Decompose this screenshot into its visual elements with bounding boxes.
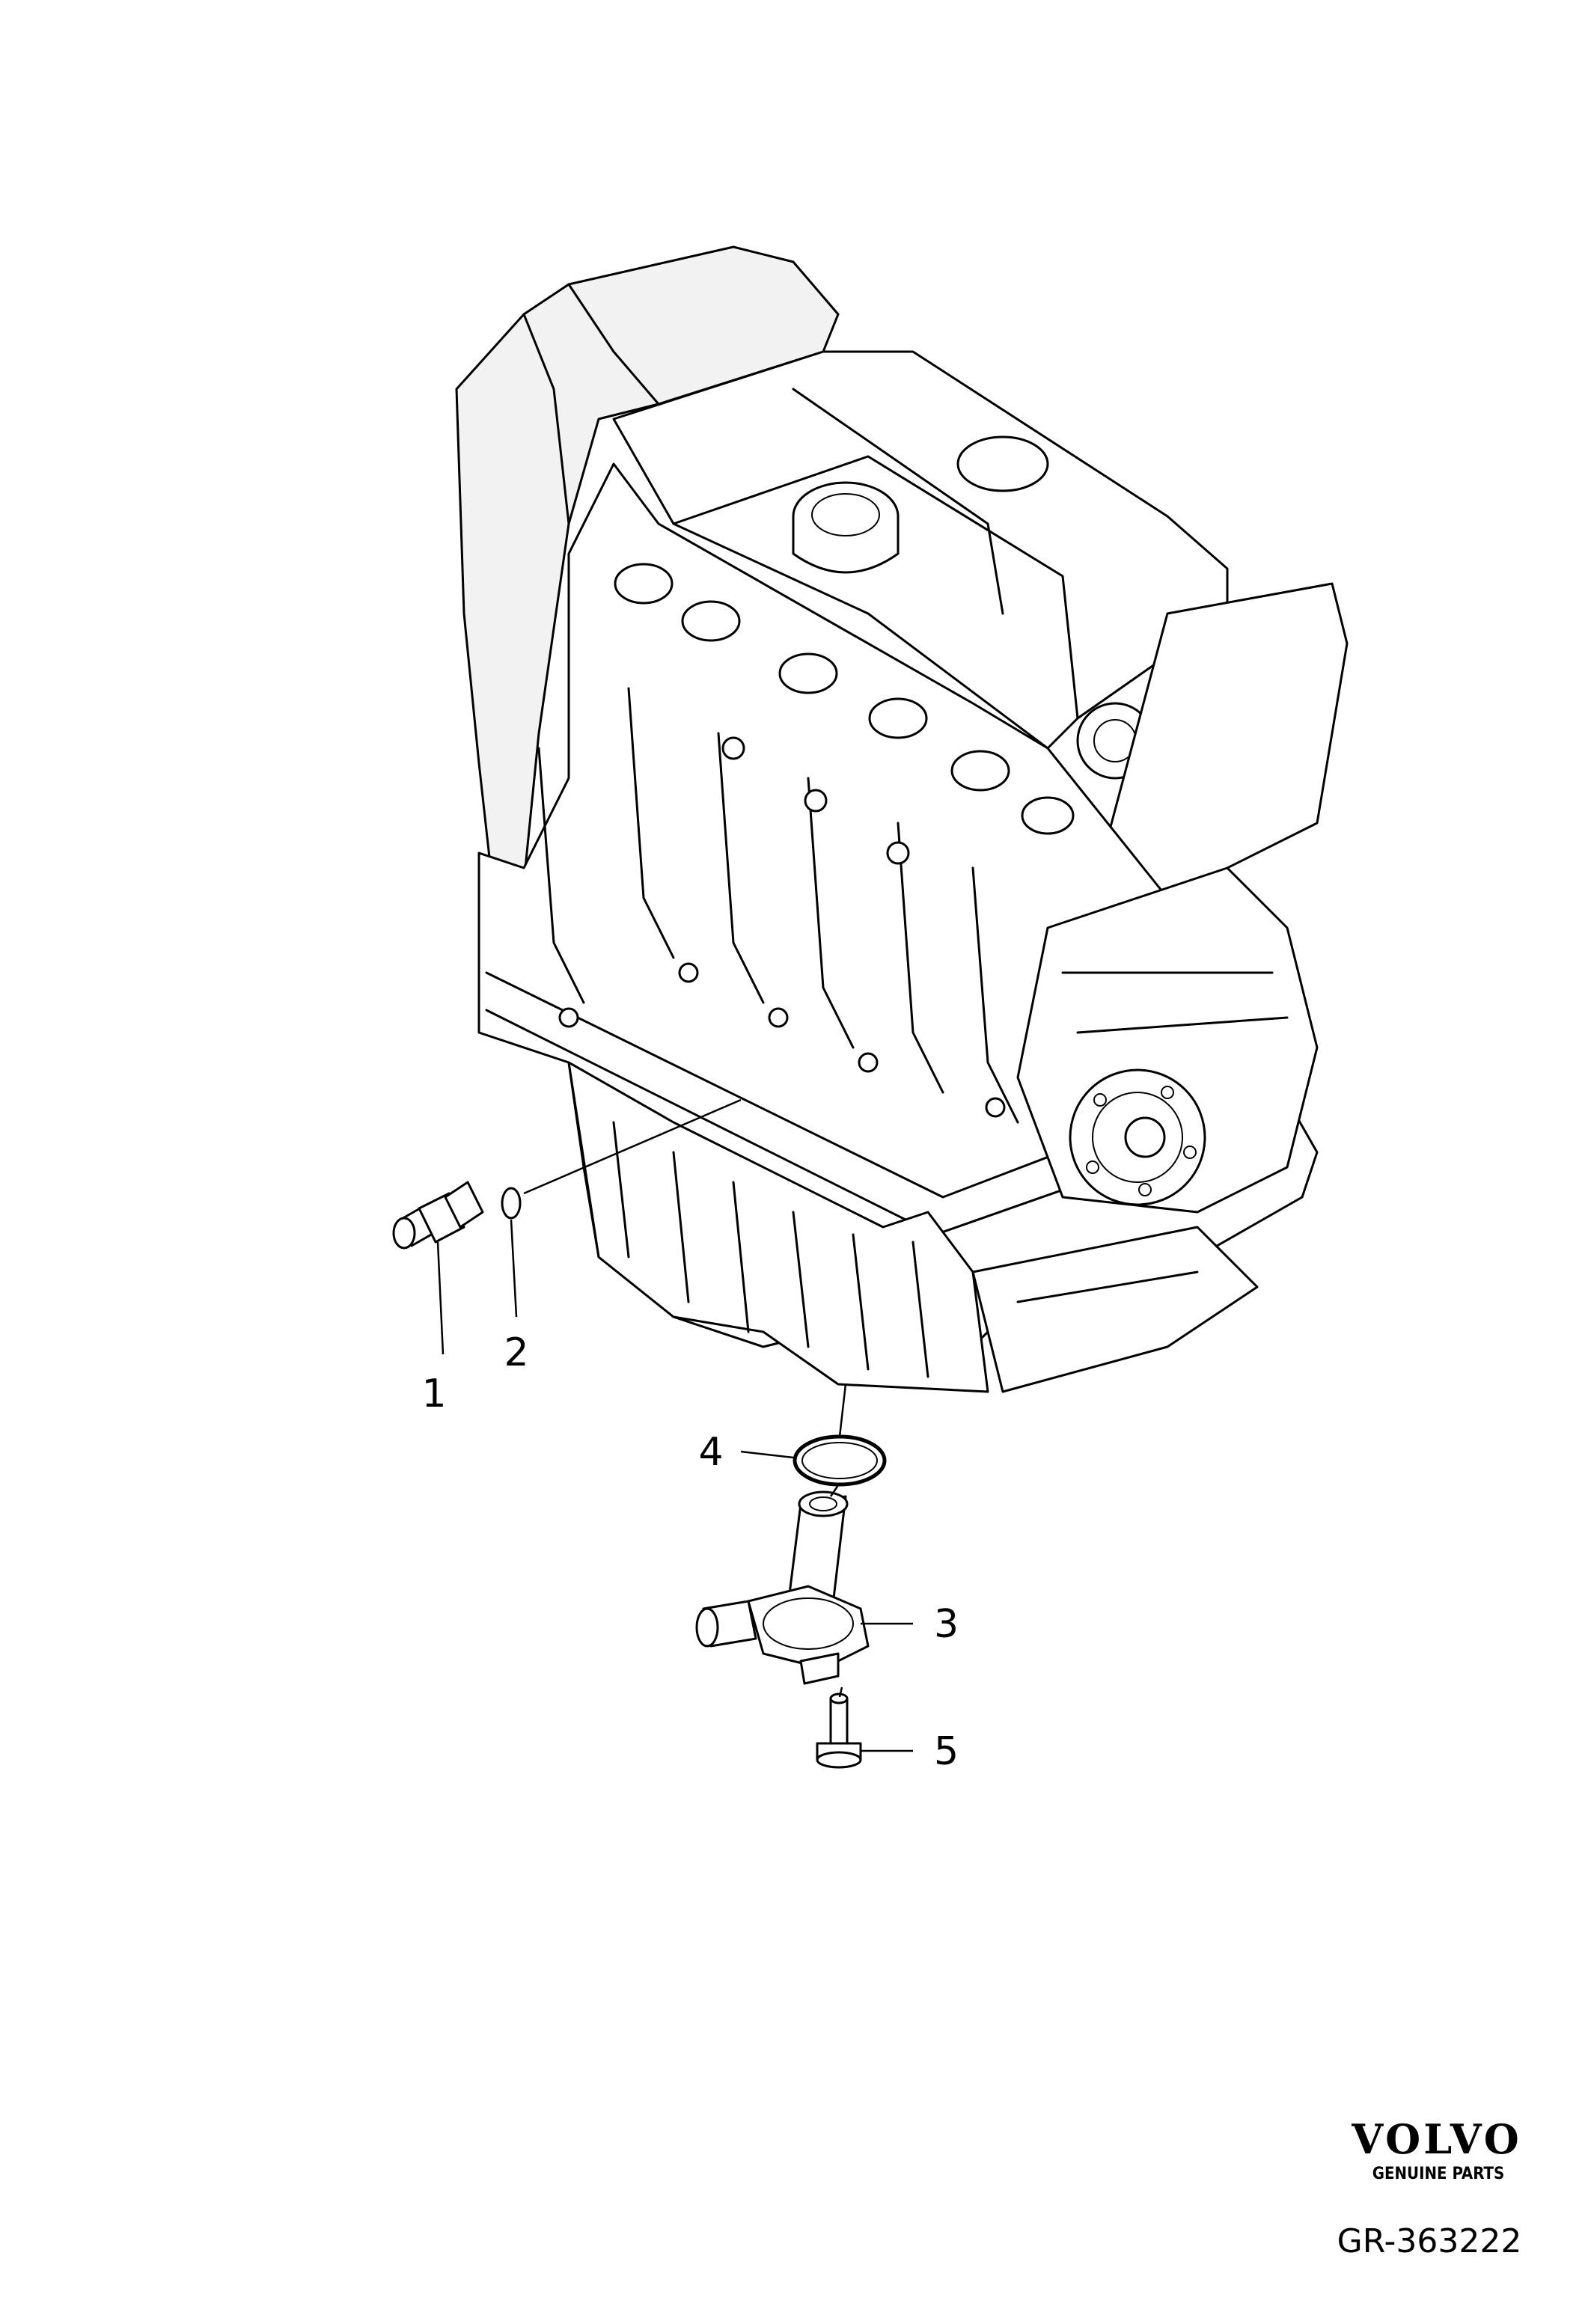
- diagram-reference-code: GR-363222: [1337, 2222, 1522, 2260]
- callout-5: 5: [934, 1729, 959, 1774]
- volvo-logo: VOLVO: [1351, 2115, 1522, 2163]
- callout-2: 2: [504, 1330, 528, 1375]
- leader-lines: [436, 1098, 913, 1752]
- callout-3: 3: [934, 1602, 959, 1647]
- part-1-oil-pressure-sensor: [392, 1181, 484, 1250]
- callout-1: 1: [421, 1372, 446, 1416]
- part-3-oil-level-sensor: [695, 1490, 870, 1685]
- intake-ports: [614, 563, 1075, 835]
- block-bosses: [558, 736, 1006, 1118]
- engine-block-illustration: [455, 245, 1349, 1393]
- part-5-bolt: [816, 1692, 862, 1769]
- brand-block: VOLVO GENUINE PARTS GR-363222: [1337, 2115, 1522, 2260]
- part-2-seal-ring: [501, 1187, 522, 1220]
- callout-4: 4: [698, 1430, 723, 1475]
- part-4-o-ring: [793, 1434, 887, 1487]
- flange-bolt-holes: [1086, 1086, 1197, 1196]
- brand-tagline: GENUINE PARTS: [1372, 2165, 1505, 2183]
